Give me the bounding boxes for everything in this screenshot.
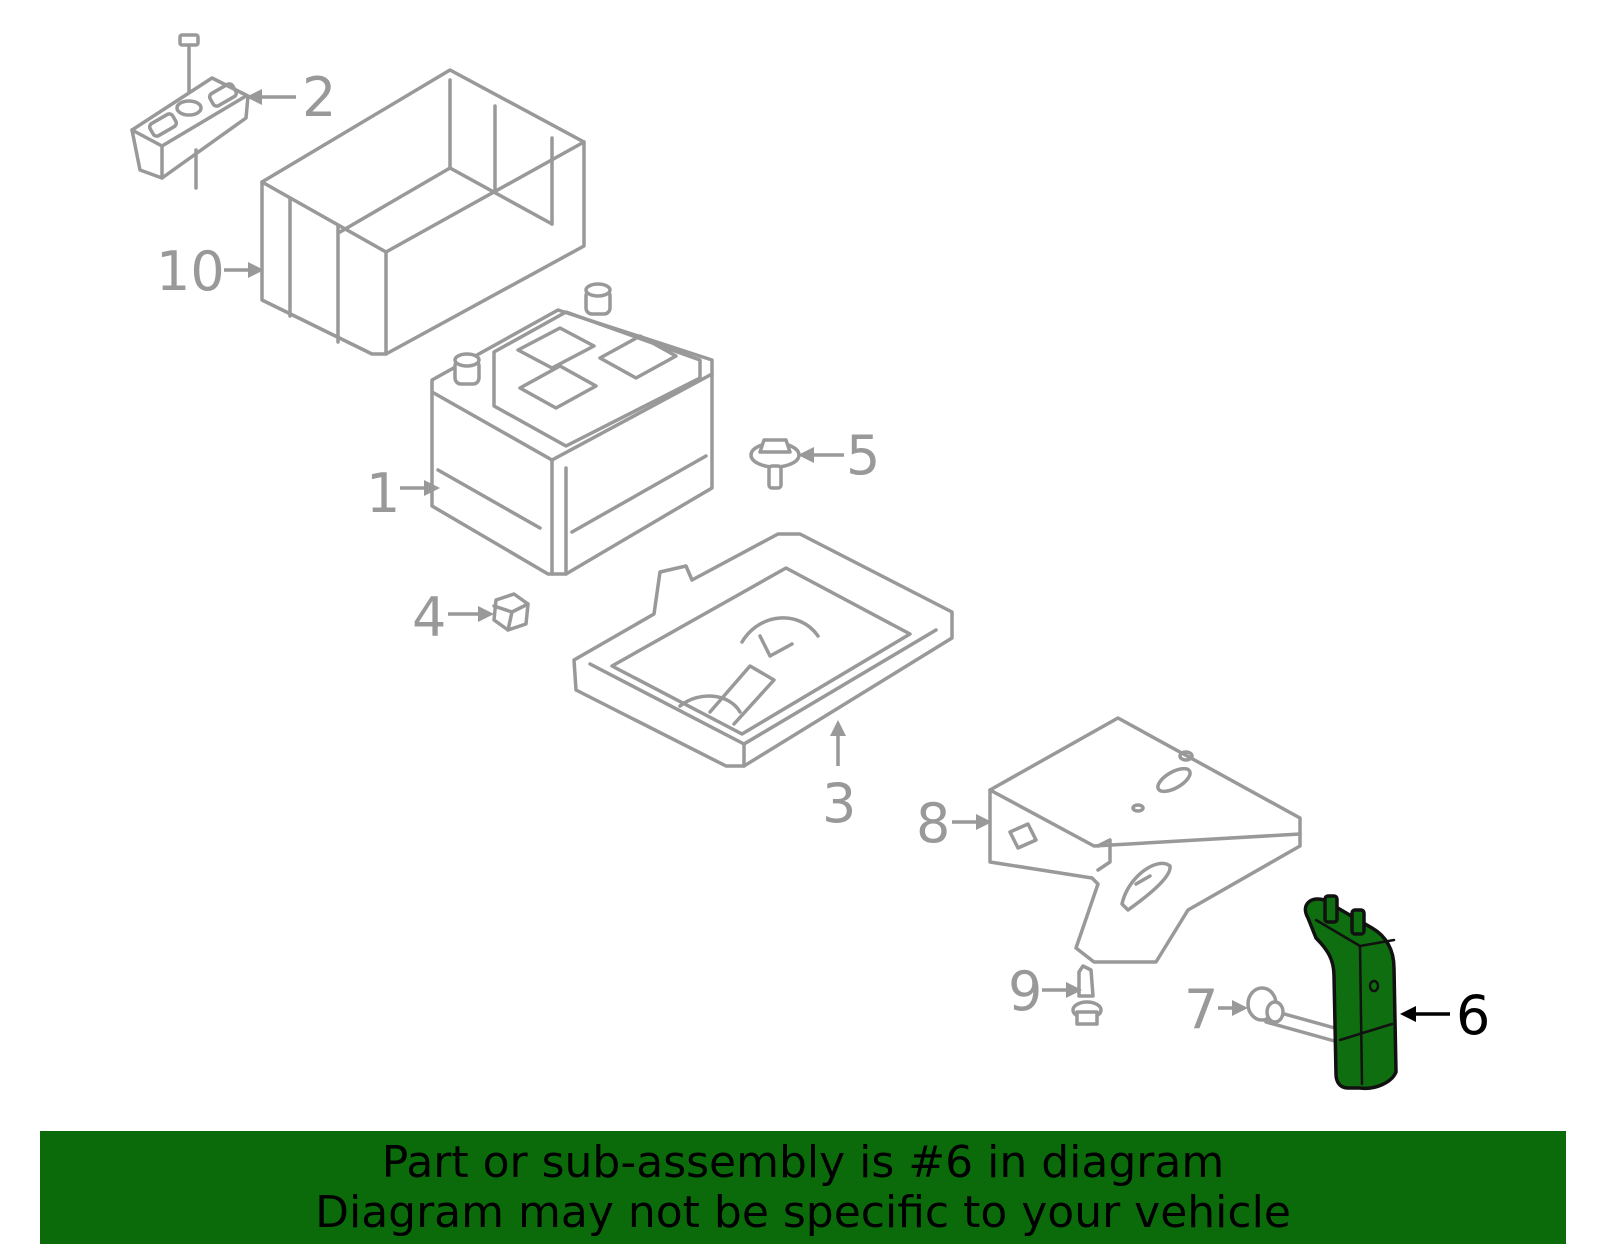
part-9-bolt[interactable] bbox=[1071, 964, 1103, 1026]
callout-7: 7 bbox=[1184, 978, 1218, 1041]
callout-1: 1 bbox=[366, 462, 400, 525]
callout-5: 5 bbox=[846, 424, 880, 487]
part-1-battery[interactable] bbox=[430, 282, 714, 576]
part-5-bolt[interactable] bbox=[749, 438, 801, 490]
part-2-hold-down-clamp[interactable] bbox=[130, 33, 250, 190]
part-4-nut[interactable] bbox=[492, 592, 530, 632]
part-3-battery-tray[interactable] bbox=[572, 532, 954, 768]
part-10-battery-cover[interactable] bbox=[260, 68, 586, 356]
callout-10: 10 bbox=[156, 240, 225, 303]
callout-4: 4 bbox=[412, 586, 446, 649]
callout-8: 8 bbox=[916, 792, 950, 855]
callout-2: 2 bbox=[302, 66, 336, 129]
banner-line-2: Diagram may not be specific to your vehi… bbox=[315, 1186, 1291, 1238]
callout-9: 9 bbox=[1008, 960, 1042, 1023]
callout-6: 6 bbox=[1456, 984, 1490, 1047]
part-7-bolt[interactable] bbox=[1246, 986, 1344, 1044]
callout-labels: 2 10 1 5 4 3 8 9 7 6 bbox=[156, 66, 1490, 1047]
info-banner: Part or sub-assembly is #6 in diagram Di… bbox=[40, 1131, 1566, 1244]
banner-line-1: Part or sub-assembly is #6 in diagram bbox=[381, 1136, 1225, 1188]
callout-3: 3 bbox=[822, 772, 856, 835]
part-8-bracket-plate[interactable] bbox=[988, 716, 1302, 964]
part-6-bracket-highlighted[interactable] bbox=[1303, 894, 1398, 1091]
callout-arrows bbox=[224, 89, 1450, 1022]
